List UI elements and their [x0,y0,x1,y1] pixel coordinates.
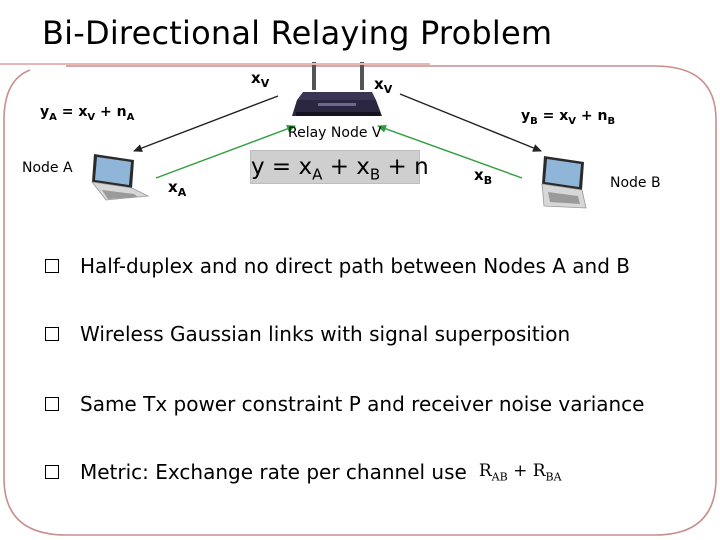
bullet-square-icon [45,327,59,341]
bullet-square-icon [45,465,59,479]
slide-title: Bi-Directional Relaying Problem [42,14,553,52]
title-rule [0,63,430,65]
arrow-a-to-relay [155,125,296,179]
bullet-item: Same Tx power constraint P and receiver … [45,392,644,416]
node-b-label: Node B [610,175,661,191]
arrow-b-to-relay [377,124,523,179]
node-a-label: Node A [22,160,73,176]
bullet-item: Half-duplex and no direct path between N… [45,254,630,278]
bullet-item: Metric: Exchange rate per channel use RA… [45,460,562,484]
xa-label: xA [168,178,187,199]
metric-formula: RAB + RBA [478,460,562,484]
arrow-relay-to-b [399,93,542,152]
bullet-text: Half-duplex and no direct path between N… [80,254,630,278]
laptop-b-icon [541,156,587,209]
bullet-item: Wireless Gaussian links with signal supe… [45,322,570,346]
relay-superposition-formula: y = xA + xB + n [250,150,429,184]
xb-label: xB [474,166,493,187]
bullet-square-icon [45,259,59,273]
bullet-text: Wireless Gaussian links with signal supe… [80,322,571,346]
equation-node-a: yA = xV + nA [40,104,135,123]
bullet-square-icon [45,397,59,411]
router-icon [292,62,382,116]
laptop-a-icon [91,154,150,201]
xv-left-label: xV [251,69,270,90]
bullet-text: Same Tx power constraint P and receiver … [80,392,645,416]
arrow-relay-to-a [133,95,279,152]
xv-right-label: xV [374,75,393,96]
bullet-text: Metric: Exchange rate per channel use [80,460,467,484]
frame-outline [3,65,717,536]
relay-node-label: Relay Node V [288,125,382,141]
equation-node-b: yB = xV + nB [521,108,616,127]
